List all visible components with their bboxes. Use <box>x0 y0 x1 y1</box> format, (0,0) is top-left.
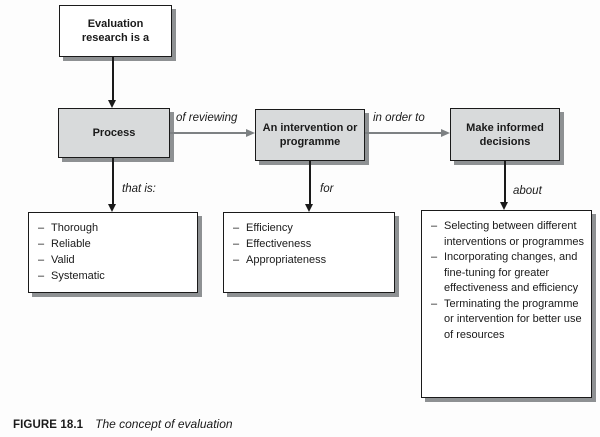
arrow-line <box>112 158 114 205</box>
figure-number: FIGURE 18.1 <box>13 419 84 431</box>
dash-bullet: – <box>38 222 45 234</box>
figure-caption: FIGURE 18.1 The concept of evaluation <box>13 417 233 431</box>
node-evaluation-research: Evaluation research is a <box>59 5 172 57</box>
dash-bullet: – <box>38 270 45 282</box>
node-make-informed-decisions: Make informed decisions <box>450 108 560 161</box>
arrow-line <box>365 132 442 134</box>
node-process: Process <box>58 108 170 158</box>
list-item: – Effectiveness <box>233 238 312 250</box>
list-item: – Appropriateness <box>233 254 327 266</box>
list-item: – Systematic <box>38 270 105 282</box>
dash-bullet: – <box>431 251 438 263</box>
arrowhead-down-icon <box>108 100 116 108</box>
arrow-line <box>309 161 311 205</box>
edge-label-about: about <box>513 185 542 197</box>
arrow-line <box>112 57 114 101</box>
list-decision-outcomes: – Selecting between different interventi… <box>421 210 592 398</box>
list-item: – Selecting between different interventi… <box>431 219 587 250</box>
dash-bullet: – <box>38 238 45 250</box>
arrowhead-right-icon <box>441 128 450 137</box>
list-item: – Terminating the programme or intervent… <box>431 297 587 344</box>
list-process-attributes: – Thorough – Reliable – Valid – Systemat… <box>28 212 198 293</box>
edge-label-of-reviewing: of reviewing <box>176 112 238 124</box>
dash-bullet: – <box>233 238 240 250</box>
edge-label-for: for <box>320 183 334 195</box>
list-item: – Thorough <box>38 222 99 234</box>
edge-label-in-order-to: in order to <box>373 112 425 124</box>
node-intervention-or-programme: An intervention or programme <box>255 109 365 161</box>
edge-label-that-is: that is: <box>122 183 156 195</box>
dash-bullet: – <box>431 297 438 310</box>
list-item: – Efficiency <box>233 222 293 234</box>
arrowhead-down-icon <box>305 204 313 212</box>
figure-title: The concept of evaluation <box>95 417 233 431</box>
list-item: – Valid <box>38 254 75 266</box>
dash-bullet: – <box>38 254 45 266</box>
dash-bullet: – <box>431 220 438 232</box>
list-intervention-criteria: – Efficiency – Effectiveness – Appropria… <box>223 212 395 293</box>
list-item: – Incorporating changes, and fine-tuning… <box>431 250 587 297</box>
arrowhead-right-icon <box>246 128 255 137</box>
arrowhead-down-icon <box>500 202 508 210</box>
dash-bullet: – <box>233 254 240 266</box>
dash-bullet: – <box>233 222 240 234</box>
arrow-line <box>504 161 506 203</box>
arrow-line <box>170 132 248 134</box>
list-item: – Reliable <box>38 238 91 250</box>
arrowhead-down-icon <box>108 204 116 212</box>
